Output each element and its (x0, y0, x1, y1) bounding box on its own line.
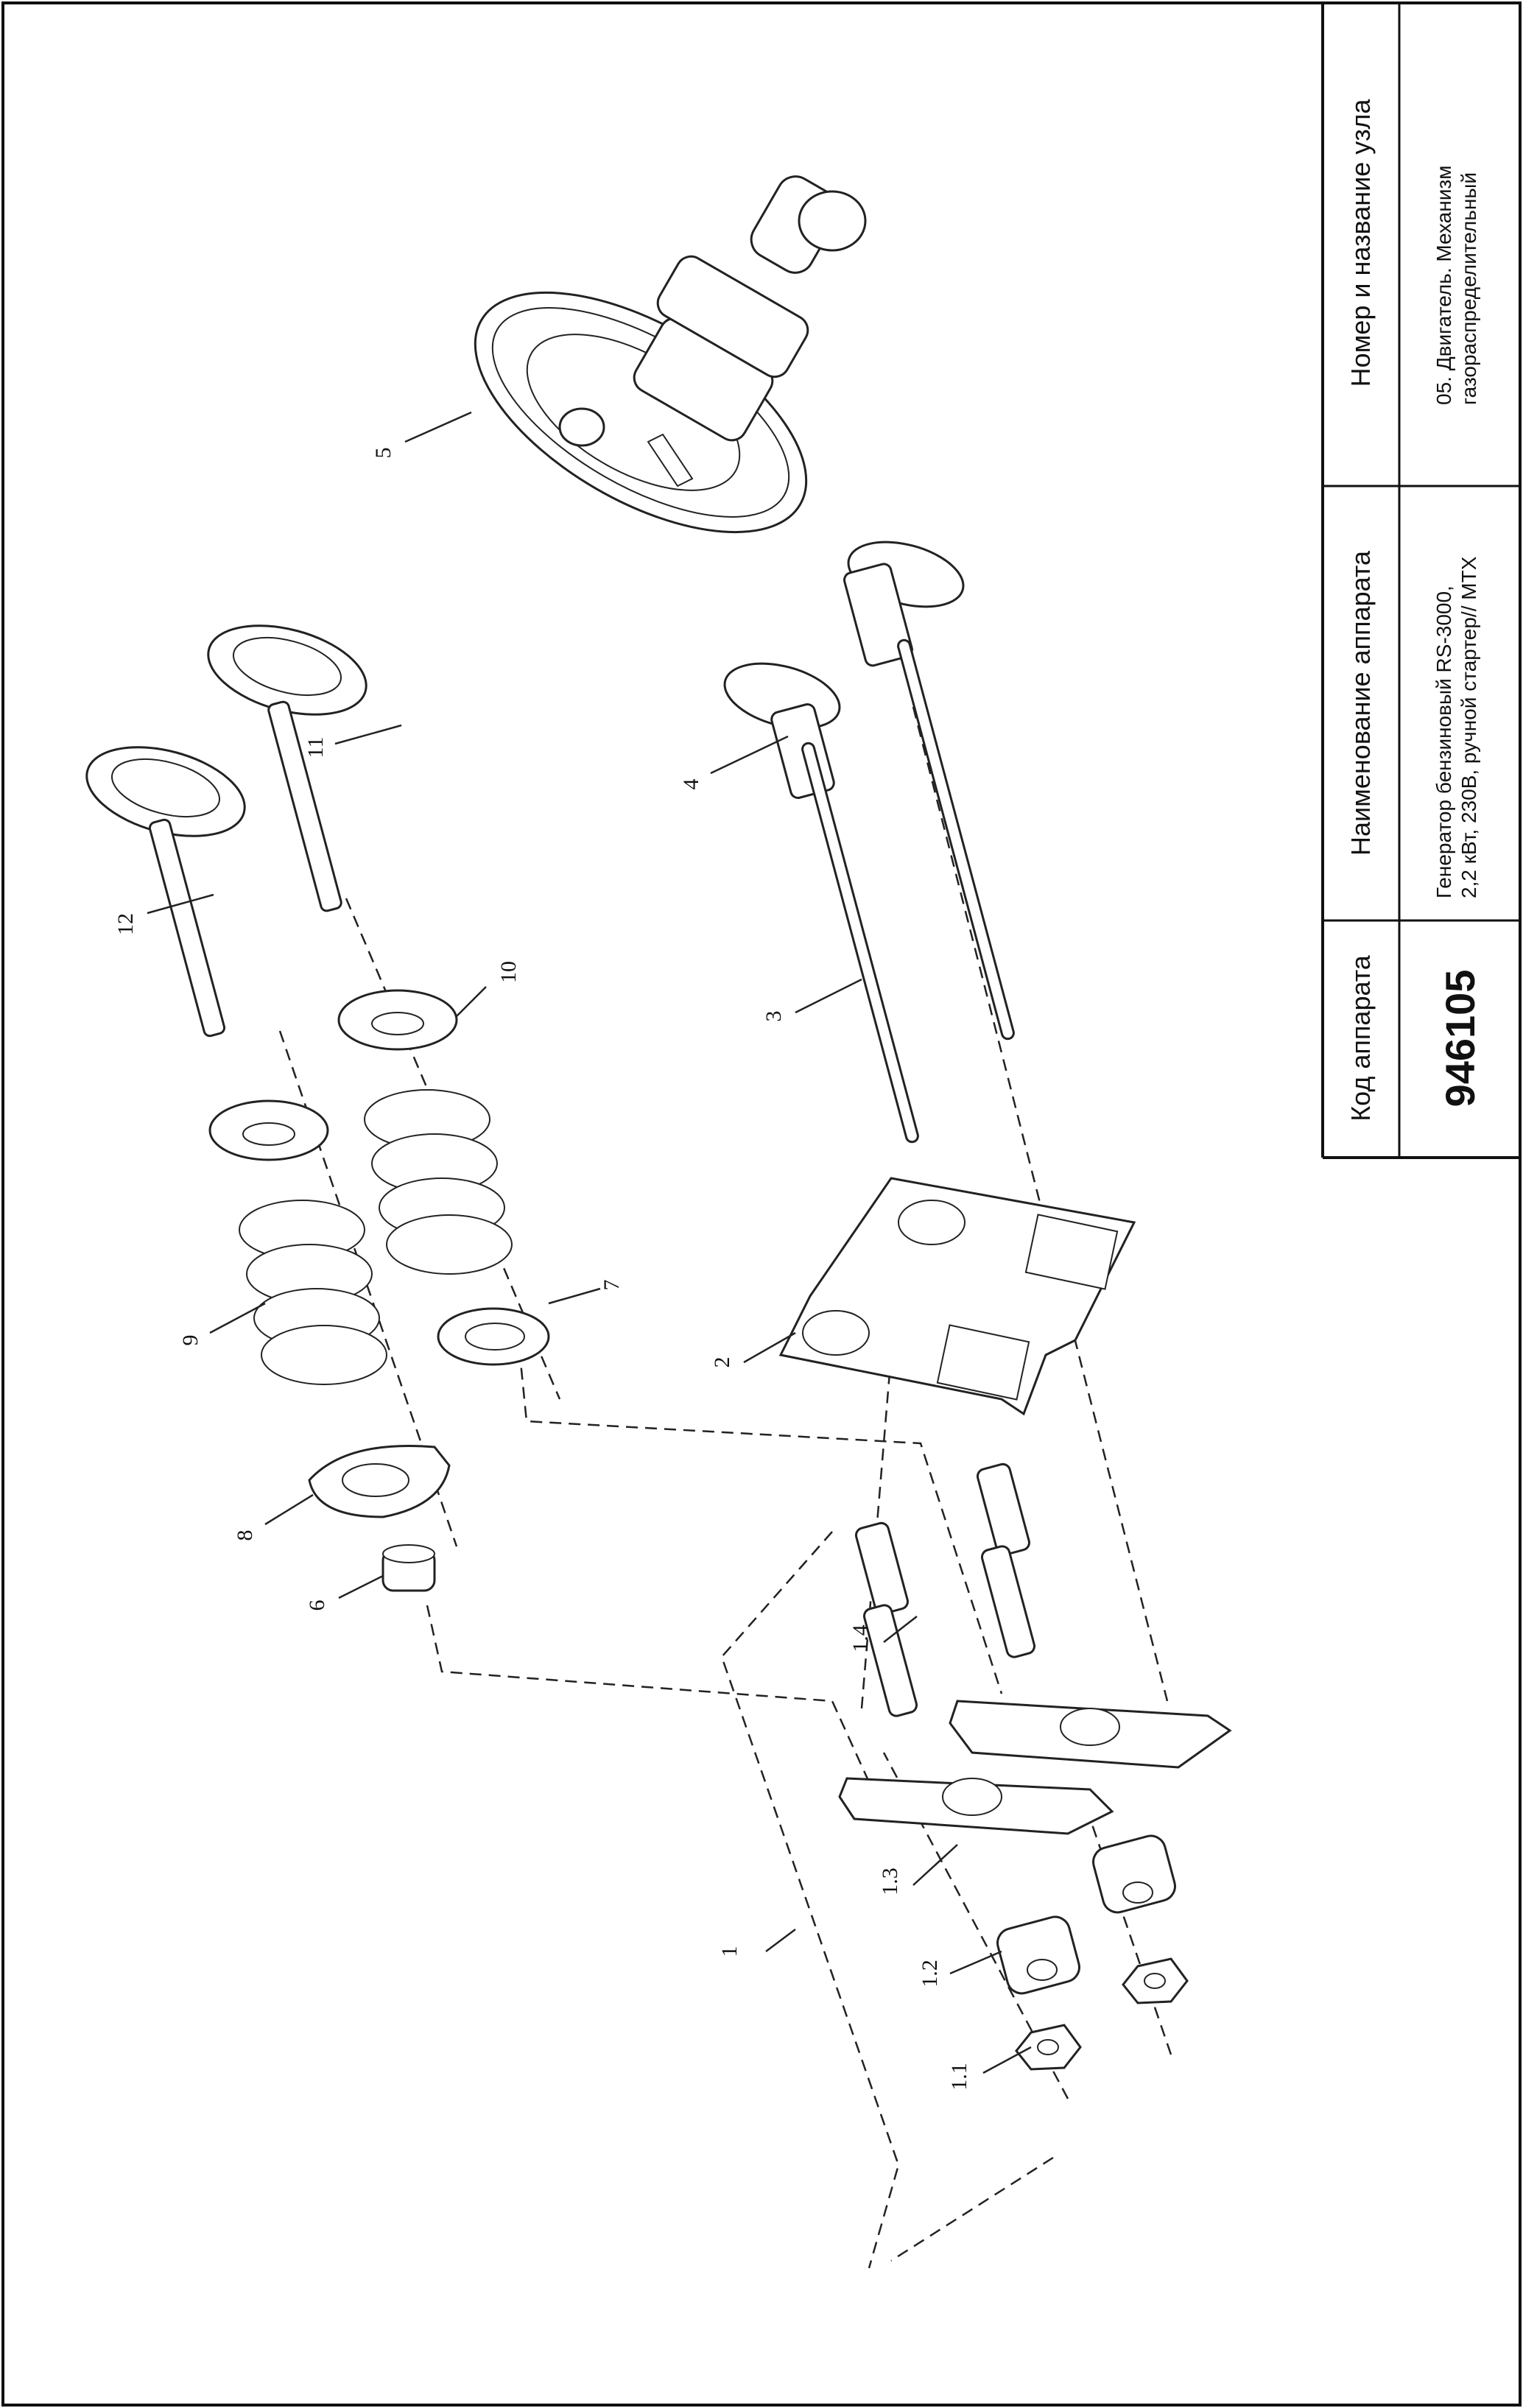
label-1-1: 1.1 (947, 2063, 971, 2091)
label-2: 2 (710, 1357, 734, 1368)
label-1-4: 1.4 (848, 1624, 873, 1652)
cap-part-6 (381, 1544, 436, 1592)
code-value: 946105 (1437, 970, 1483, 1108)
name-header: Наименование аппарата (1346, 550, 1376, 856)
label-1: 1 (717, 1946, 742, 1957)
stud-part-1-4 (854, 1462, 1036, 1717)
push-rod-part-3 (801, 638, 1015, 1144)
valve-spring-part-9 (239, 1089, 513, 1385)
part-labels: 5 4 3 2 11 12 10 9 7 8 6 1.4 1.3 1 1.2 1… (113, 411, 1032, 2091)
label-6: 6 (305, 1600, 329, 1611)
camshaft-gear-part-5 (474, 175, 867, 534)
rocker-arm-part-1-3 (838, 1700, 1232, 1835)
valve-part-12 (85, 746, 246, 1038)
label-8: 8 (233, 1530, 257, 1541)
label-11: 11 (303, 737, 328, 758)
label-9: 9 (178, 1335, 203, 1346)
label-7: 7 (599, 1280, 624, 1291)
node-line-2: газораспределительный (1457, 172, 1480, 405)
label-5: 5 (371, 448, 395, 459)
code-header: Код аппарата (1346, 954, 1376, 1122)
spring-retainer-part-10 (208, 989, 458, 1161)
label-1-3: 1.3 (878, 1867, 902, 1895)
name-line-1: Генератор бензиновый RS-3000, (1432, 585, 1455, 898)
name-line-2: 2,2 кВт, 230В, ручной стартер// MTX (1457, 556, 1480, 898)
label-3: 3 (762, 1011, 786, 1022)
retainer-part-7 (437, 1307, 550, 1366)
lock-nut-part-1-1 (1015, 1957, 1189, 2071)
title-block: Код аппарата 946105 Наименование аппарат… (1321, 3, 1520, 1159)
label-12: 12 (113, 913, 138, 935)
label-1-2: 1.2 (918, 1960, 942, 1988)
guide-plate-part-2 (778, 1177, 1136, 1416)
valve-part-11 (207, 624, 367, 912)
node-line-1: 05. Двигатель. Механизм (1432, 166, 1455, 405)
adjusting-nut-part-1-2 (996, 1834, 1176, 1995)
label-10: 10 (496, 961, 521, 983)
label-4: 4 (679, 779, 703, 790)
retainer-plate-part-8 (308, 1444, 451, 1518)
node-header: Номер и название узла (1346, 99, 1376, 387)
